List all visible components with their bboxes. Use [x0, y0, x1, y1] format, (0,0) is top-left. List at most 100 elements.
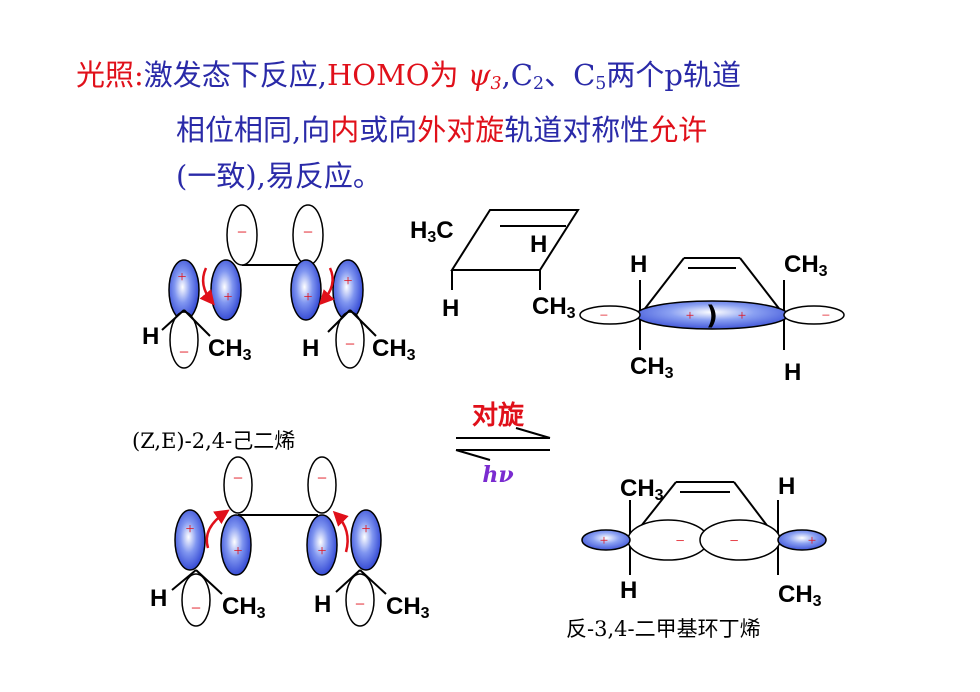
plus-sign: + [686, 308, 694, 324]
minus-sign: − [355, 594, 365, 614]
minus-sign: − [345, 334, 355, 354]
hydrogen-label: H [620, 577, 637, 604]
minus-sign: − [675, 533, 684, 550]
product-caption: 反-3,4-二甲基环丁烯 [566, 617, 761, 641]
plus-sign: + [233, 543, 242, 560]
methyl-label: CH3 [630, 353, 674, 382]
hydrogen-label: H [530, 231, 547, 258]
homo-label: HOMO为 [327, 58, 459, 92]
equilibrium-arrows: 对旋 hν [455, 401, 551, 488]
text-segment: 两个p轨道 [606, 58, 741, 92]
product-sigma-bottom: − − + + CH3 H H CH3 [581, 473, 827, 610]
p-orbital-lobe-blue [220, 514, 252, 576]
hydrogen-label: H [142, 323, 159, 350]
c-h-bond [327, 309, 351, 333]
p-orbital-lobe-white [579, 305, 641, 325]
methyl-label: CH3 [784, 251, 828, 280]
c-ch3-bond [349, 309, 377, 337]
allowed-label: 允许 [649, 113, 708, 147]
explanation-line-2: 相位相同,向内或向外对旋轨道对称性允许 [76, 107, 956, 153]
hydrogen-label: H [778, 473, 795, 500]
c5-sub: 5 [595, 74, 607, 94]
p-orbital-lobe-white [345, 573, 375, 627]
hydrogen-label: H [630, 251, 647, 278]
p-orbital-lobe-blue [581, 529, 631, 551]
bottom-diene: − − + + + + − − H CH3 H CH3 [150, 456, 430, 627]
methyl-label: CH3 [620, 475, 664, 504]
minus-sign: − [303, 222, 313, 242]
c-h-bond [335, 569, 361, 593]
hydrogen-label: H [442, 295, 459, 322]
reverse-arrowhead [455, 449, 491, 461]
minus-sign: − [179, 342, 189, 362]
rotation-arrow [332, 510, 349, 553]
minus-sign: − [822, 308, 830, 324]
plus-sign: + [738, 308, 746, 324]
c-ch3-bond [195, 569, 223, 595]
text-segment: ,C [501, 58, 534, 92]
methyl-label: CH3 [532, 293, 576, 322]
top-diene: − − + + + + − − H CH3 H CH3 [142, 204, 416, 369]
methyl-label: CH3 [222, 593, 266, 622]
psi-char: ψ [467, 58, 491, 92]
explanation-line-1: 光照:激发态下反应,HOMO为 ψ3,C2、C5两个p轨道 [76, 52, 956, 107]
cyclobutene-perspective: H3C H H CH3 [410, 209, 580, 322]
plus-sign: + [177, 269, 186, 286]
sigma-antibonding-lobe [699, 519, 781, 561]
psi-symbol: ψ3 [467, 58, 502, 94]
psi-sub: 3 [490, 74, 502, 94]
ring-bond [639, 257, 685, 316]
methyl-label: CH3 [372, 335, 416, 364]
explanation-text: 光照:激发态下反应,HOMO为 ψ3,C2、C5两个p轨道 相位相同,向内或向外… [76, 52, 956, 199]
minus-sign: − [191, 598, 201, 618]
c-h-bond [161, 309, 185, 331]
p-orbital-lobe-white [307, 456, 337, 514]
forward-arrowhead [515, 427, 551, 439]
text-segment: 激发态下反应, [143, 58, 327, 92]
minus-sign: − [729, 533, 738, 550]
inward-label: 内 [330, 113, 360, 147]
plus-sign: + [303, 289, 312, 306]
plus-sign: + [600, 533, 608, 549]
ring-outline [450, 209, 580, 271]
plus-sign: + [361, 521, 370, 538]
rotation-arrow [205, 509, 230, 549]
plus-sign: + [343, 273, 352, 290]
plus-sign: + [223, 289, 232, 306]
p-orbital-lobe-white [335, 311, 365, 369]
p-orbital-lobe-blue [306, 514, 338, 576]
minus-sign: − [600, 308, 608, 324]
p-orbital-lobe-blue [350, 509, 382, 571]
p-orbital-lobe-white [169, 311, 199, 369]
product-sigma-top: ) + + − − H CH3 CH3 H [579, 251, 845, 386]
text-segment: 或向 [359, 113, 418, 147]
plus-sign: + [317, 543, 326, 560]
hv-label: hν [482, 462, 513, 488]
methyl-label: CH3 [386, 593, 430, 622]
plus-sign: + [808, 533, 816, 549]
c2-sub: 2 [533, 74, 545, 94]
diene-caption: (Z,E)-2,4-己二烯 [132, 429, 295, 453]
p-orbital-lobe-white [226, 204, 258, 266]
text-segment: (一致),易反应。 [176, 159, 382, 193]
minus-sign: − [233, 468, 243, 488]
minus-sign: − [237, 222, 247, 242]
c-ch3-bond [183, 309, 211, 337]
text-segment: 轨道对称性 [504, 113, 650, 147]
rotation-arrow [318, 267, 335, 306]
light-label: 光照: [76, 58, 144, 92]
sigma-antibonding-lobe [627, 519, 709, 561]
p-orbital-lobe-white [181, 573, 211, 627]
hydrogen-label: H [314, 591, 331, 618]
methyl-label: H3C [410, 217, 454, 246]
p-orbital-lobe-blue [777, 529, 827, 551]
c-ch3-bond [359, 569, 387, 595]
conrotatory-label: 对旋 [472, 401, 525, 431]
methyl-label: CH3 [208, 335, 252, 364]
p-orbital-lobe-blue [174, 509, 206, 571]
c-h-bond [171, 569, 197, 591]
rotation-arrow [199, 267, 215, 306]
hydrogen-label: H [784, 359, 801, 386]
text-segment: 、C [544, 58, 596, 92]
